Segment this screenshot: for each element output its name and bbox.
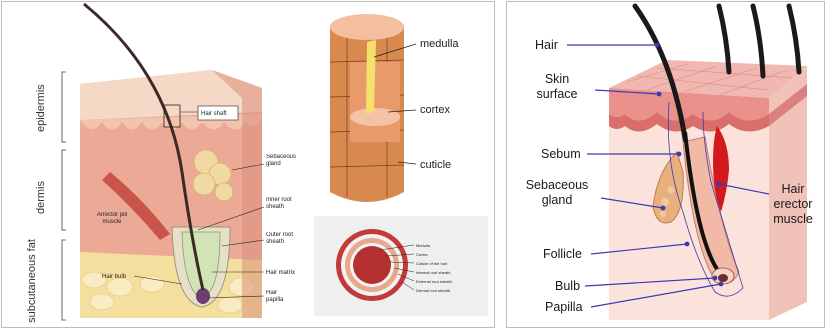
cs-label-0: Medulla: [416, 243, 431, 248]
hair-follicle-diagram: Hair Skin surface Sebum Sebaceous gland …: [506, 1, 825, 328]
cs-label-3: Internal root sheath: [416, 270, 450, 275]
hair-shaft-label: Hair shaft: [201, 111, 227, 117]
hair-erector-label-wrap: Hair erector muscle: [765, 182, 825, 234]
cs-label-5: Dermal root sheath: [416, 288, 450, 293]
sebaceous-gland-right-label: Sebaceous gland: [521, 178, 593, 208]
cuticle-label: cuticle: [420, 159, 451, 171]
sebaceous-gland-right-label-wrap: Sebaceous gland: [521, 178, 601, 212]
sebum-label: Sebum: [541, 147, 581, 161]
hair-label: Hair: [535, 38, 558, 52]
cortex-label: cortex: [420, 104, 450, 116]
hair-papilla: [196, 288, 210, 304]
epidermis-label: epidermis: [35, 84, 47, 132]
outer-root-sheath-label: Outer root sheath: [266, 232, 300, 246]
layer-brackets: [62, 72, 66, 320]
hair-follicle-svg: Hair Skin surface Sebum Sebaceous gland …: [507, 2, 825, 328]
hair-papilla-label: Hair papilla: [266, 290, 288, 304]
medulla-label: medulla: [420, 38, 459, 50]
inner-root-sheath-label-wrap: Inner root sheath: [266, 197, 326, 219]
follicle-label: Follicle: [543, 247, 582, 261]
arrector-pili-label-wrap: Arrector pili muscle: [96, 212, 136, 242]
skin-anatomy-diagram: epidermis dermis subcutaneous fat Hair s…: [1, 1, 495, 328]
cs-label-1: Cortex: [416, 252, 428, 257]
hair-cross-section: [314, 216, 488, 316]
hair-bulb-label: Hair bulb: [102, 274, 127, 280]
hair-shaft-cylinder: [330, 14, 404, 202]
bulb-label: Bulb: [555, 279, 580, 293]
sebaceous-gland-label: Sebaceous gland: [266, 154, 300, 168]
skin-surface-label-wrap: Skin surface: [529, 72, 599, 106]
subcutaneous-fat-label-wrap: subcutaneous fat: [26, 238, 54, 324]
hair-matrix-label: Hair matrix: [266, 270, 295, 276]
cs-label-2: Cuticle of the hair: [416, 261, 448, 266]
dermis-label: dermis: [35, 180, 47, 214]
cs-label-4: External root sheath: [416, 279, 452, 284]
hair-erector-muscle-label: Hair erector muscle: [765, 182, 821, 227]
subcutaneous-fat-label: subcutaneous fat: [26, 238, 54, 324]
arrector-pili-muscle-label: Arrector pili muscle: [96, 212, 128, 226]
papilla: [718, 274, 728, 282]
skin-surface-label: Skin surface: [529, 72, 585, 102]
sebaceous-gland-label-wrap: Sebaceous gland: [266, 154, 326, 176]
skin-anatomy-svg: epidermis dermis subcutaneous fat Hair s…: [2, 2, 495, 328]
inner-root-sheath-label: Inner root sheath: [266, 197, 300, 211]
papilla-label: Papilla: [545, 300, 583, 314]
